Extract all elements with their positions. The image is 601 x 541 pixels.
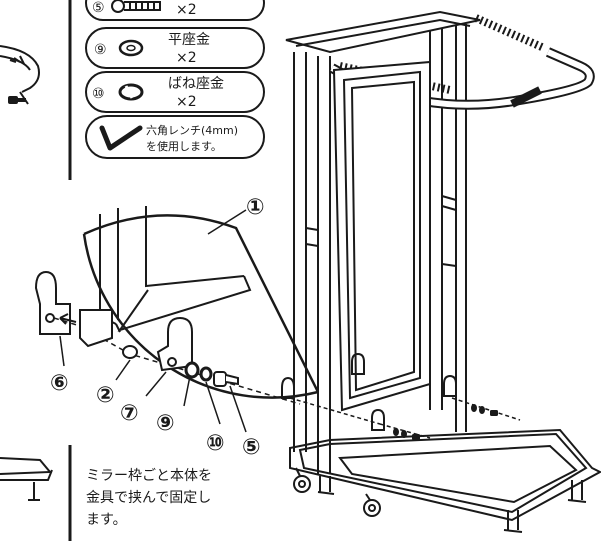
instruction-line-3: ます。 <box>86 512 127 528</box>
washer-9-icon <box>184 361 200 379</box>
callout-5: ⑤ <box>242 435 261 460</box>
product-rack-illustration <box>281 10 601 533</box>
foot-plate <box>79 309 113 348</box>
callout-10: ⑩ <box>206 431 225 456</box>
handle-hook <box>510 86 542 108</box>
part-9-number: ⑨ <box>94 42 107 58</box>
hex-wrench-name: 六角レンチ(4mm) <box>146 124 238 137</box>
part-10-number: ⑩ <box>92 86 105 102</box>
part-10-pill <box>85 71 265 113</box>
top-roller-back <box>474 14 546 52</box>
part-10-name: ばね座金 <box>168 76 224 92</box>
callout-1: ① <box>246 195 265 220</box>
part-9-pill <box>85 27 265 69</box>
instruction-line-1: ミラー枠ごと本体を <box>86 468 212 484</box>
part-9-name: 平座金 <box>168 32 210 48</box>
screw-icon <box>8 96 26 104</box>
hex-wrench-icon <box>99 125 143 151</box>
spring-washer-icon <box>118 83 144 101</box>
caster-front-mid <box>363 493 381 517</box>
flat-washer-icon <box>118 39 144 57</box>
hex-wrench-pill <box>85 115 265 159</box>
part-10-qty: ×2 <box>176 94 197 110</box>
detail-circle-top <box>83 214 320 393</box>
caster-front-left <box>293 467 311 493</box>
part-5-number: ⑤ <box>92 0 105 16</box>
callout-leaders <box>59 209 247 433</box>
callout-2: ② <box>96 383 115 408</box>
bracket-right <box>156 316 193 372</box>
callout-7: ⑦ <box>120 401 139 426</box>
callout-9: ⑨ <box>156 411 175 436</box>
main-hardware <box>393 404 498 440</box>
bolt-5-icon <box>213 371 239 387</box>
rack-post-left <box>293 52 307 452</box>
part-9-qty: ×2 <box>176 50 197 66</box>
nut-2-icon <box>122 345 138 359</box>
flat-washer-hole <box>126 44 136 52</box>
arrow-in <box>59 313 77 325</box>
mirror-frame <box>332 60 431 412</box>
detail-magnified-view <box>34 206 320 405</box>
callout-6: ⑥ <box>50 371 69 396</box>
rack-post-right <box>429 18 443 410</box>
spring-washer-gap <box>124 85 134 99</box>
part-5-qty: ×2 <box>176 2 197 18</box>
instruction-line-2: 金具で挟んで固定し <box>86 490 211 506</box>
rack-post-mid <box>317 56 331 474</box>
washer-10-icon <box>199 366 213 382</box>
bracket-left <box>34 270 71 335</box>
bolt-icon <box>111 0 161 13</box>
parts-list: ⑤ ×2 ⑨ 平座金 ×2 ⑩ ばね座金 ×2 六角レンチ(4mm) を使用しま… <box>85 0 265 159</box>
rack-post-back <box>455 24 467 432</box>
hex-wrench-note: を使用します。 <box>146 140 222 153</box>
